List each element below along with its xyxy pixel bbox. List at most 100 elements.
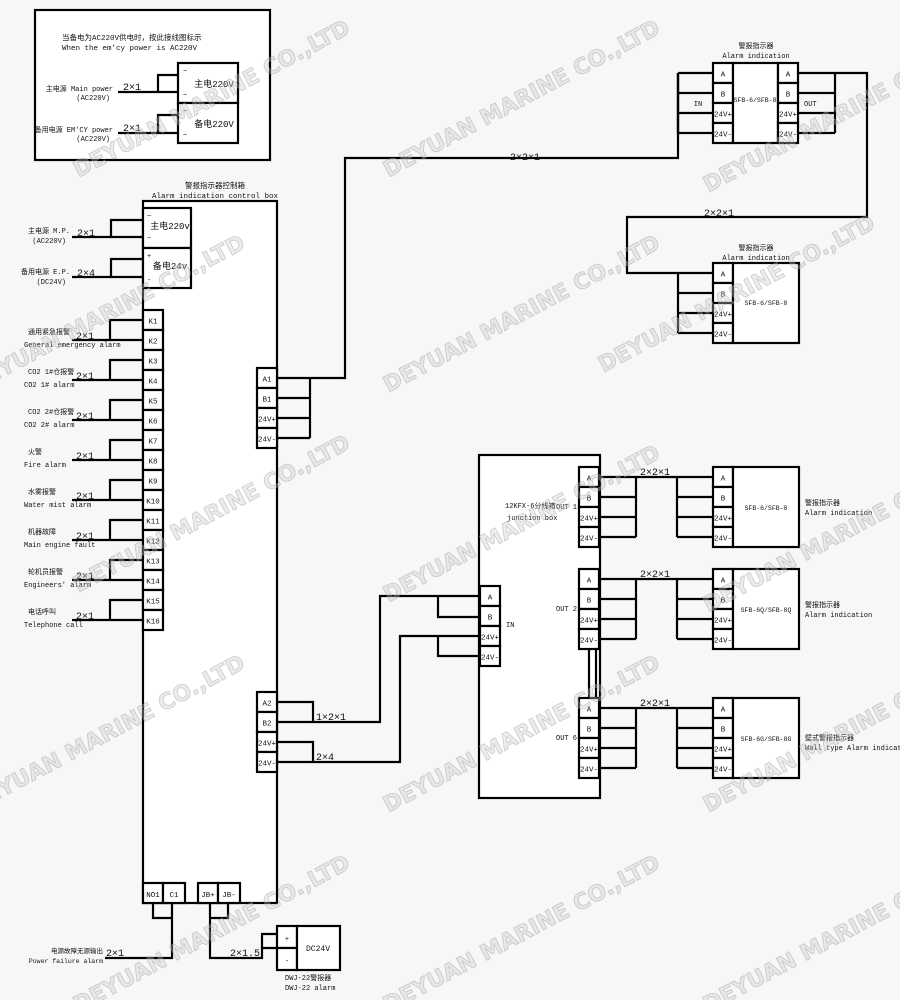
- bus2-terminal-label: 24V-: [258, 761, 276, 769]
- k-terminal-label: K5: [148, 399, 158, 407]
- wire: [109, 257, 143, 277]
- second-indicator-terminal-label: B: [721, 292, 726, 300]
- wire: [108, 598, 143, 620]
- cable-label: 1×2×1: [316, 713, 346, 724]
- k-terminal-label: K2: [148, 339, 157, 347]
- junction-out-2-terminal-label: 24V+: [580, 618, 599, 626]
- power-failure-cn: 电源故障无源输出: [51, 946, 103, 955]
- k-terminal-label: K7: [148, 439, 157, 447]
- top-indicator-in-terminal-label: B: [721, 92, 726, 100]
- cable-label: 2×1: [77, 229, 95, 240]
- bus2-terminal-label: 24V+: [258, 741, 277, 749]
- junction-out-3-terminal-label: B: [587, 727, 592, 735]
- junction-out-2-terminal-label: A: [587, 578, 592, 586]
- k-terminal-label: K11: [146, 519, 160, 527]
- cable-label: 2×4: [316, 753, 334, 764]
- indicator-model: SFB-6Q/SFB-8Q: [741, 607, 792, 614]
- out-label: OUT: [804, 101, 817, 109]
- bus2-terminal-label: B2: [262, 721, 271, 729]
- wire: [108, 358, 143, 380]
- input-label-en: Telephone call: [24, 622, 83, 630]
- k-terminal-label: K4: [148, 379, 158, 387]
- k-terminal-label: K6: [148, 419, 158, 427]
- cable-label: 2×2×1: [640, 468, 670, 479]
- input-label-cn: 通用紧急报警: [28, 327, 70, 337]
- top-indicator-out-terminal-label: 24V+: [779, 112, 798, 120]
- k-terminal-label: K10: [146, 499, 160, 507]
- bus1-terminal-label: B1: [262, 397, 272, 405]
- wire: [436, 636, 480, 658]
- wire: [108, 518, 143, 540]
- junction-in-terminal-label: 24V+: [481, 635, 500, 643]
- wire: [208, 903, 277, 960]
- input-label-en: CO2 1# alarm: [24, 382, 74, 390]
- k-terminal-label: K16: [146, 619, 160, 627]
- junction-in-terminal: [478, 644, 502, 668]
- junction-out-1-terminal-label: 24V+: [580, 516, 599, 524]
- input-label-en: Water mist alarm: [24, 502, 91, 510]
- cable-label: 2×1: [76, 492, 94, 503]
- wire: [436, 596, 480, 619]
- bus1-terminal-label: 24V+: [258, 417, 277, 425]
- in-label: IN: [694, 101, 702, 109]
- wire: [277, 594, 480, 724]
- junction-in-terminal-label: 24V-: [481, 655, 499, 663]
- second-indicator-terminal-label: 24V+: [714, 312, 733, 320]
- indicator-3-terminal-label: 24V-: [714, 767, 732, 775]
- k-terminal-label: K15: [146, 599, 160, 607]
- input-label-cn: 火警: [28, 447, 42, 457]
- indicator-title-cn: 警报指示器: [805, 600, 840, 610]
- input-label-cn: 轮机员报警: [28, 567, 63, 577]
- junction-in-terminal-label: A: [488, 595, 493, 603]
- top-indicator-in-terminal-label: 24V+: [714, 112, 733, 120]
- cable-label: 2×1.5: [230, 949, 260, 960]
- wire: [105, 903, 174, 960]
- inset-note-en: When the em'cy power is AC220V: [62, 45, 198, 53]
- input-label-cn: 电话呼叫: [28, 607, 56, 617]
- cable-label: 2×1: [106, 949, 124, 960]
- indicator-body: [731, 465, 801, 549]
- indicator-2-terminal-label: 24V-: [714, 638, 732, 646]
- cable-label: 2×2×1: [704, 209, 734, 220]
- wire: [156, 113, 178, 133]
- second-indicator-body: [731, 261, 801, 345]
- indicator-2-terminal-label: A: [721, 578, 726, 586]
- indicator-model: SFB-6/SFB-8: [745, 505, 788, 512]
- indicator-title-en: Alarm indication: [805, 510, 872, 518]
- indicator-title-cn: 警报指示器: [739, 243, 774, 253]
- mp-label: 主电源 M.P.: [28, 226, 70, 236]
- top-indicator-out-terminal-label: A: [786, 72, 791, 80]
- wire: [625, 71, 869, 275]
- ep-sub: (DC24V): [37, 279, 66, 287]
- input-label-cn: 机器故障: [28, 527, 56, 537]
- junction-box-name-en: junction box: [507, 515, 557, 523]
- minus-mark: -: [147, 277, 151, 285]
- cable-label: 2×1: [76, 372, 94, 383]
- indicator-3-terminal-label: B: [721, 727, 726, 735]
- dwj-label-en: DWJ-22 alarm: [285, 985, 335, 993]
- wire: [156, 73, 178, 92]
- ac-mark: ~: [183, 68, 187, 76]
- junction-out-2-terminal-label: 24V-: [580, 638, 598, 646]
- indicator-title-en: Alarm indication: [722, 255, 789, 263]
- junction-out-3-terminal-label: 24V-: [580, 767, 598, 775]
- indicator-body: [731, 696, 801, 780]
- wire: [108, 558, 143, 580]
- cable-label: 2×1: [123, 83, 141, 94]
- inset-backup-label: 备用电源 EM'CY power: [35, 125, 113, 135]
- junction-box-name-cn: 12KFX-6分线箱: [505, 501, 555, 511]
- watermark: DEYUAN MARINE CO.,LTD: [594, 211, 879, 378]
- indicator-1-terminal-label: B: [721, 496, 726, 504]
- power-failure-en: Power failure alarm: [29, 958, 103, 965]
- indicator-model: SFB-6/SFB-8: [745, 300, 788, 307]
- indicator-1-terminal-label: 24V+: [714, 516, 733, 524]
- control-backup-box-label: 备电24v: [153, 260, 188, 272]
- inset-backup-box-label: 备电220V: [194, 118, 234, 130]
- indicator-title-cn: 壁式警报指示器: [805, 733, 854, 743]
- c1-terminal: [161, 881, 187, 905]
- indicator-2-terminal-label: B: [721, 598, 726, 606]
- indicator-title-cn: 警报指示器: [739, 41, 774, 51]
- k-terminal-label: K12: [146, 539, 160, 547]
- indicator-3-terminal-label: 24V+: [714, 747, 733, 755]
